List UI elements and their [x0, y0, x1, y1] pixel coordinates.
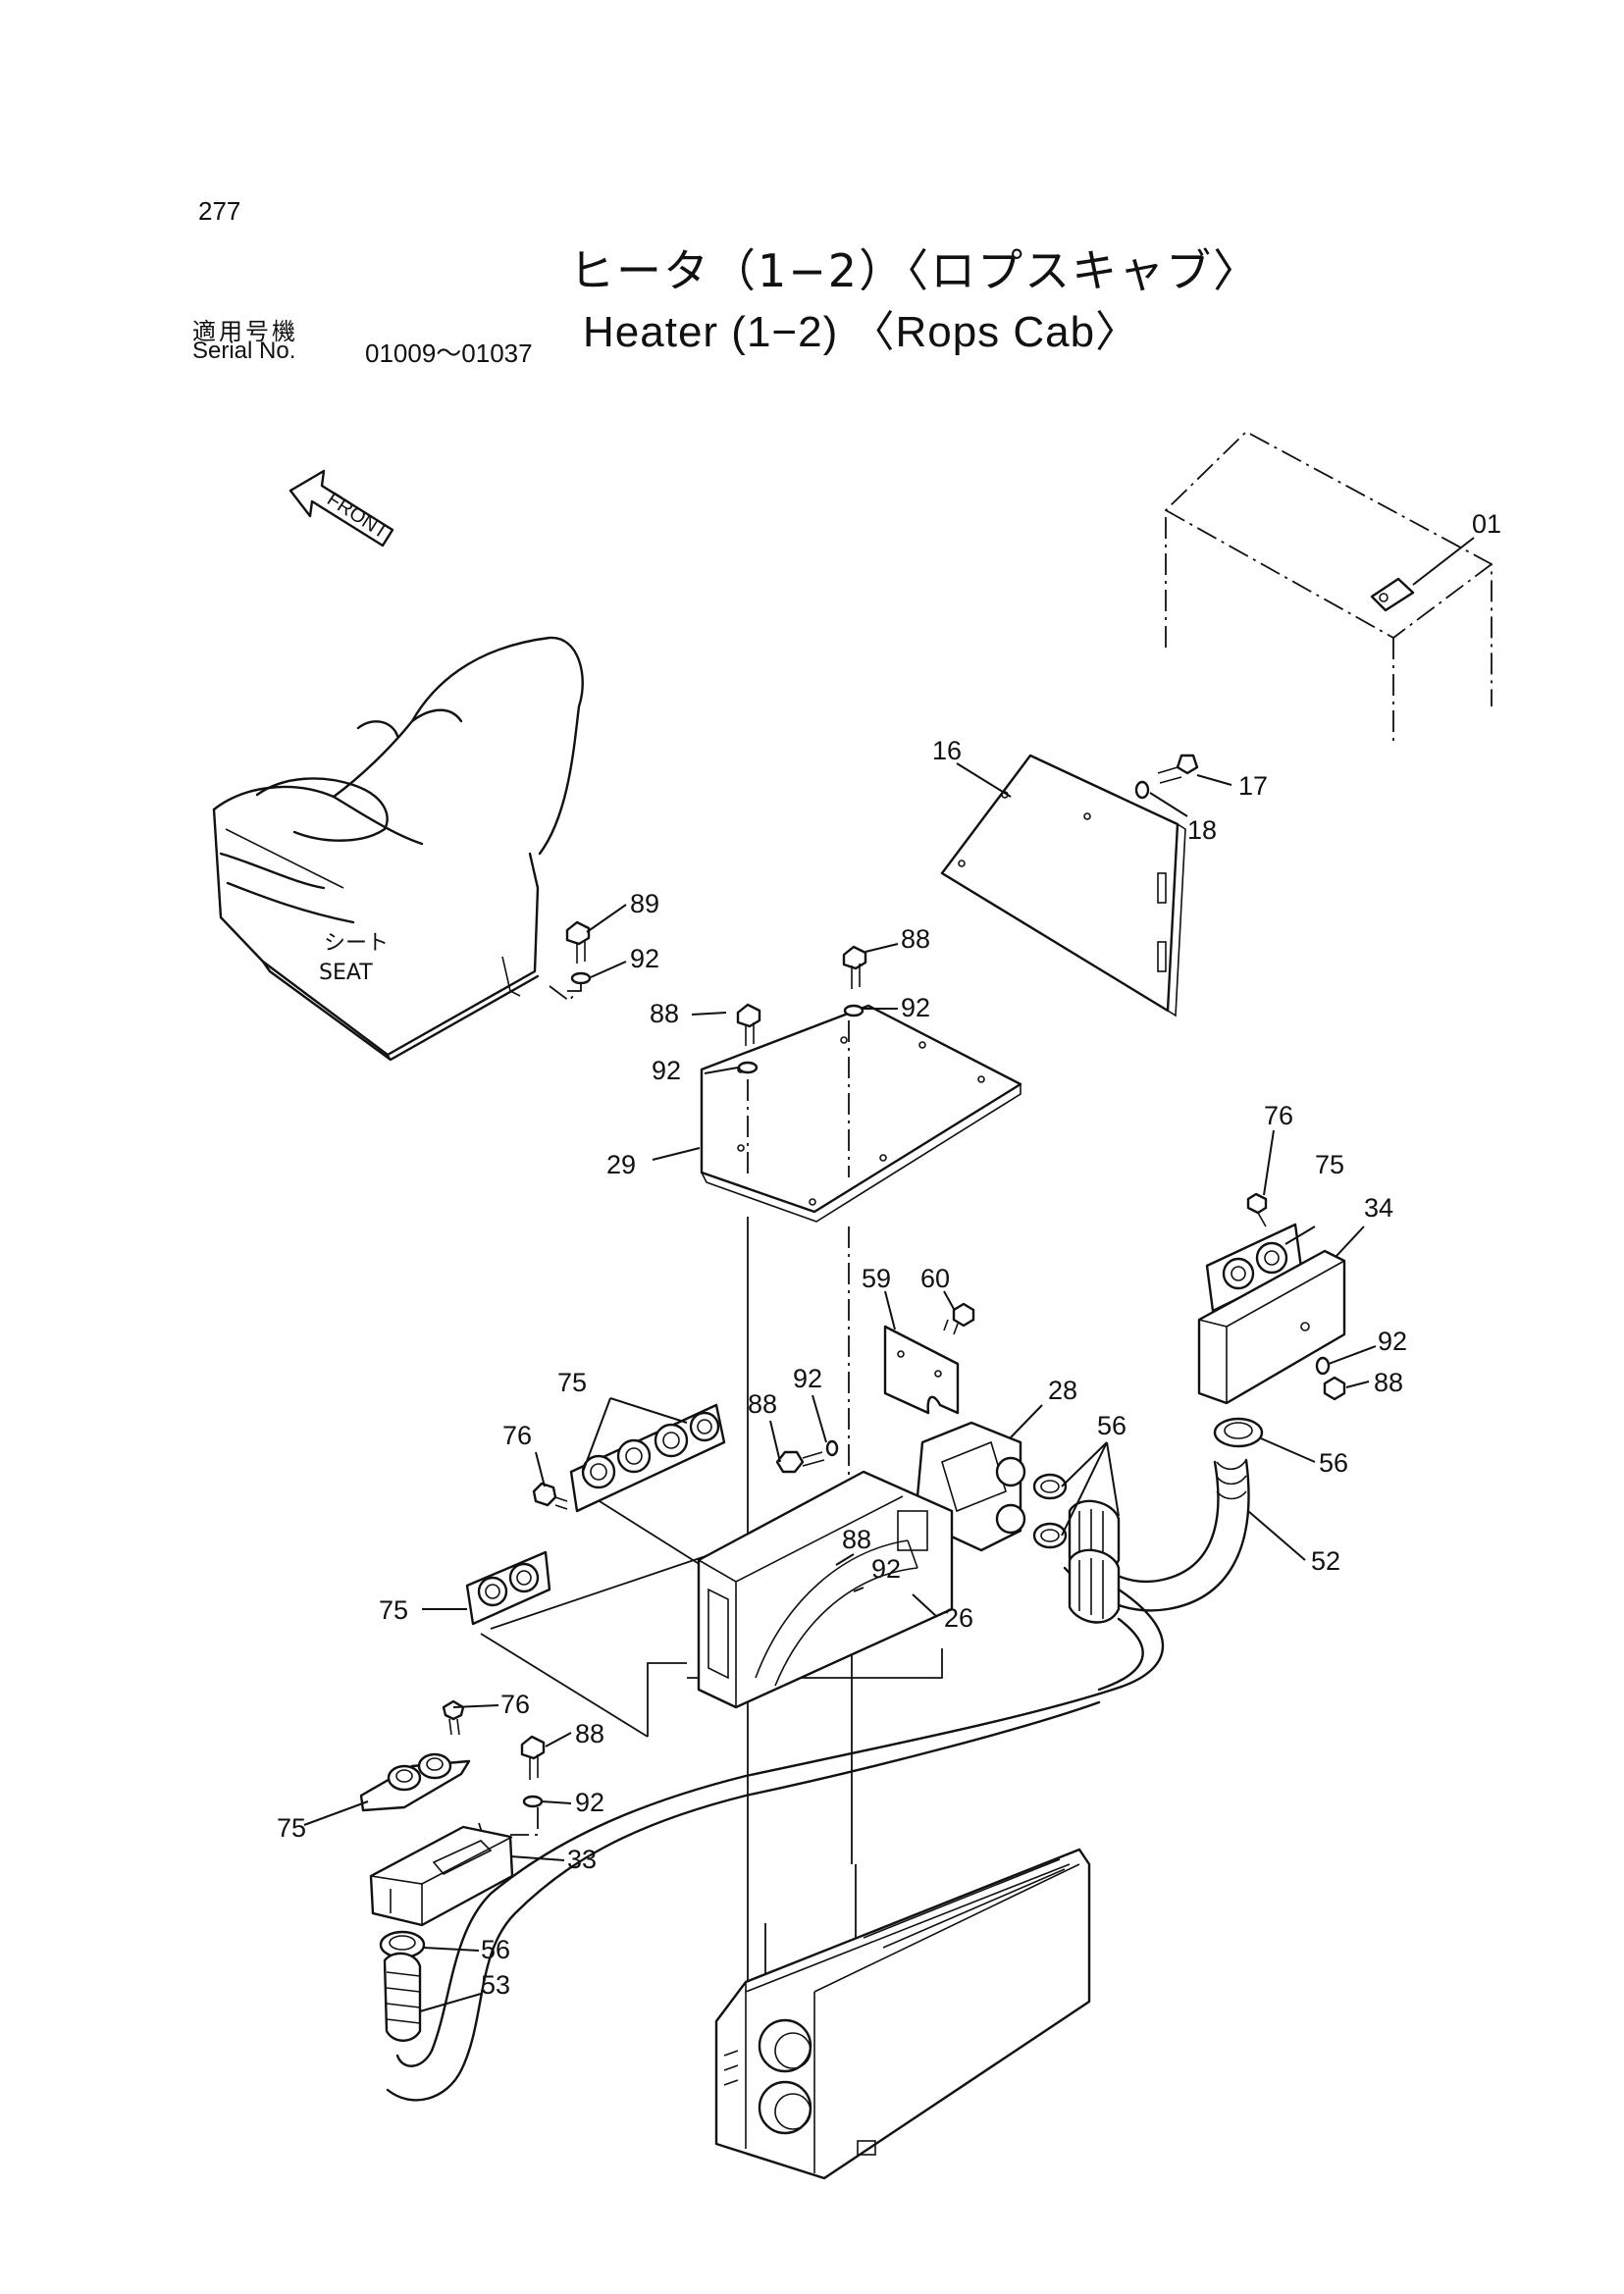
part-75-grommet-plates — [359, 1223, 1303, 1812]
part-59-bracket-plate — [883, 1325, 960, 1415]
seat-illustration: シート SEAT — [212, 636, 584, 1062]
callout-76: 76 — [502, 1421, 532, 1450]
callout-33: 33 — [567, 1845, 597, 1874]
callout-leader-lines — [303, 537, 1475, 2012]
callout-92: 92 — [575, 1788, 604, 1817]
callout-75: 75 — [379, 1595, 408, 1625]
serial-label-english: Serial No. — [192, 338, 296, 364]
callout-59: 59 — [862, 1264, 891, 1293]
seat-label-japanese: シート — [324, 931, 389, 956]
seat-label-english: SEAT — [319, 961, 373, 985]
callout-53: 53 — [481, 1970, 510, 2000]
callout-16: 16 — [932, 736, 962, 765]
callout-01: 01 — [1472, 509, 1501, 539]
callout-75: 75 — [557, 1368, 587, 1397]
callout-17: 17 — [1238, 771, 1268, 801]
part-number-callouts: 01 16 17 18 89 92 88 92 88 92 29 76 75 3… — [277, 509, 1501, 2000]
callout-56: 56 — [1319, 1448, 1348, 1478]
serial-range: 01009～01037 — [365, 339, 533, 368]
callout-28: 28 — [1048, 1376, 1077, 1405]
callout-26: 26 — [944, 1603, 973, 1633]
front-direction-arrow: FRONT — [288, 469, 394, 547]
callout-75: 75 — [277, 1813, 306, 1843]
callout-76: 76 — [500, 1690, 530, 1719]
callout-92: 92 — [1378, 1327, 1407, 1356]
callout-88: 88 — [650, 999, 679, 1028]
callout-92: 92 — [793, 1364, 822, 1393]
page-number: 277 — [198, 196, 241, 226]
callout-88: 88 — [748, 1389, 777, 1419]
part-34-duct-box — [1197, 1249, 1346, 1405]
callout-88: 88 — [575, 1719, 604, 1748]
callout-88: 88 — [1374, 1368, 1403, 1397]
part-16-side-panel — [940, 754, 1186, 1017]
fastener-hardware — [442, 754, 1346, 1808]
callout-92: 92 — [630, 944, 659, 973]
cab-outline — [1165, 430, 1493, 746]
title-japanese: ヒータ（1−2）〈ロプスキャブ〉 — [569, 244, 1261, 297]
callout-56: 56 — [481, 1935, 510, 1964]
callout-89: 89 — [630, 889, 659, 918]
callout-75: 75 — [1315, 1150, 1344, 1179]
part-56-hose-clamps — [379, 1417, 1264, 1959]
callout-92: 92 — [652, 1056, 681, 1085]
callout-60: 60 — [920, 1264, 950, 1293]
title-english: Heater (1−2) 〈Rops Cab〉 — [583, 308, 1140, 356]
heater-hoses — [383, 1458, 1250, 2102]
callout-92: 92 — [871, 1554, 901, 1584]
callout-34: 34 — [1364, 1193, 1393, 1223]
part-26-heater-bracket — [697, 1470, 954, 1709]
heater-unit — [714, 1848, 1091, 2180]
callout-56: 56 — [1097, 1411, 1126, 1440]
callout-18: 18 — [1187, 815, 1217, 845]
part-33-defroster-duct — [369, 1825, 514, 1927]
callout-88: 88 — [901, 924, 930, 954]
part-29-top-plate — [700, 1004, 1022, 1223]
serial-label-japanese: 適用号機 — [192, 318, 298, 345]
callout-76: 76 — [1264, 1101, 1293, 1130]
callout-29: 29 — [606, 1150, 636, 1179]
callout-92: 92 — [901, 993, 930, 1022]
callout-88: 88 — [842, 1525, 871, 1554]
callout-52: 52 — [1311, 1546, 1340, 1576]
